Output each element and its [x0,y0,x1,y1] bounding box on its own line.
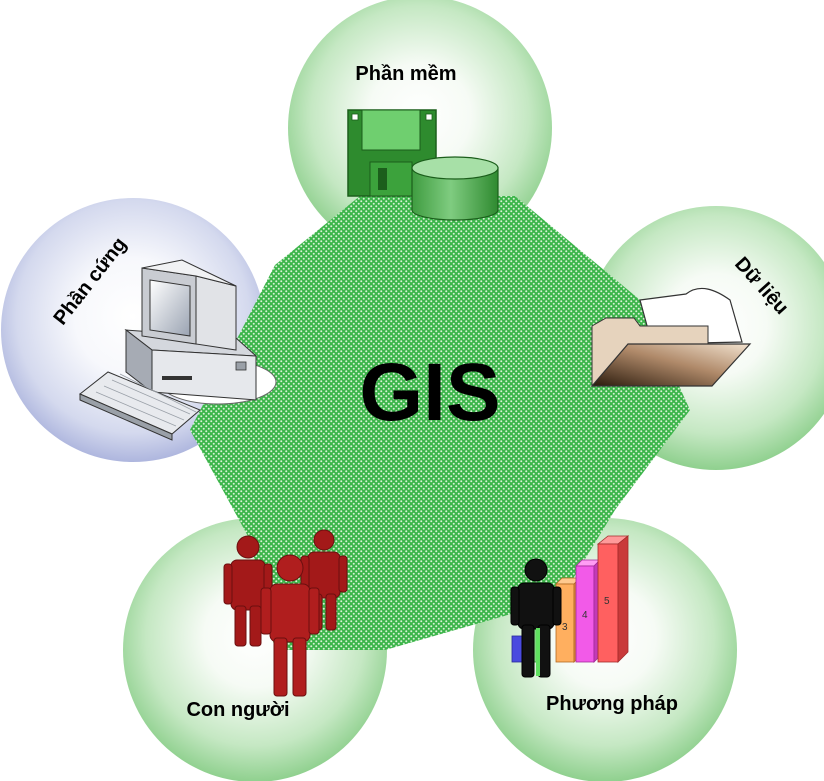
people-group-icon [223,529,348,697]
bar-number-3: 3 [562,622,568,633]
people-label: Con người [186,699,289,721]
bar-number-4: 4 [582,610,588,621]
bar-number-5: 5 [604,596,610,607]
person-right [300,529,348,631]
desktop-computer-icon [79,259,277,441]
presenter-person [510,558,562,678]
center-label: GIS [359,347,500,438]
person-left [223,535,273,647]
folder-with-document-icon [590,287,752,387]
methods-label: Phương pháp [546,693,678,715]
person-front [260,554,320,697]
person-with-bar-chart-icon: 3 4 5 [510,535,630,678]
software-label: Phần mềm [355,63,456,85]
database-icon [411,156,499,221]
